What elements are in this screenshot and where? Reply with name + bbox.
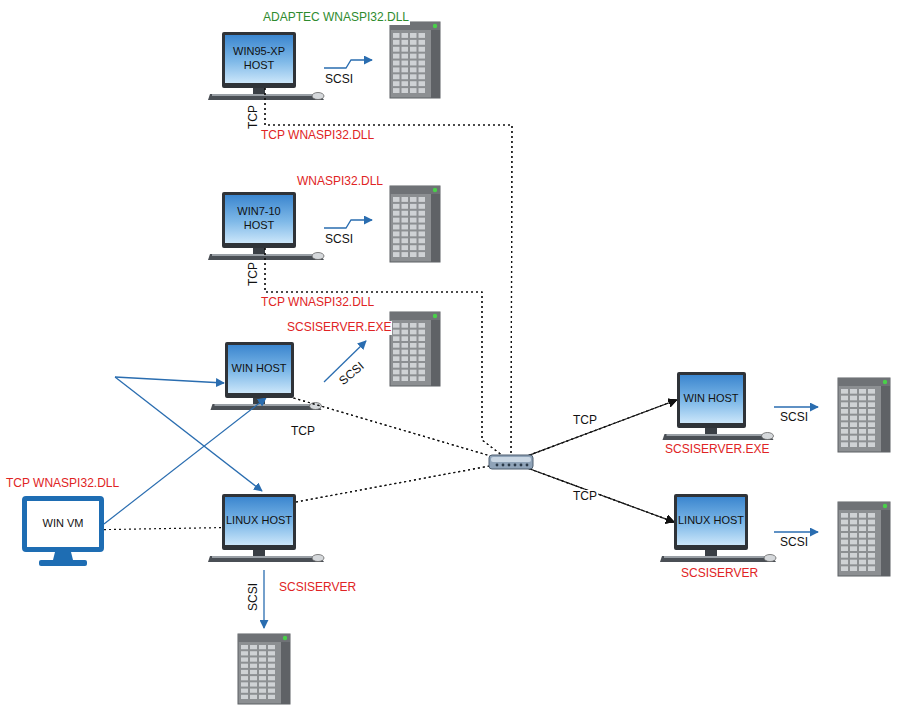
tcp-link: [294, 398, 677, 462]
tcp-link: [265, 248, 674, 522]
desktop-base: [208, 88, 324, 100]
desktop-base: [208, 550, 324, 562]
host-name: WIN HOST: [684, 392, 739, 406]
scsi-link: [324, 220, 372, 228]
host-monitor: WIN7-10 HOST: [222, 192, 296, 248]
host-name: WIN HOST: [232, 362, 287, 376]
link-label: SCSI: [324, 73, 354, 87]
link-label: SCSI: [336, 359, 368, 389]
desktop-base: [663, 428, 774, 440]
tcp-link: [265, 248, 677, 462]
host-name: LINUX HOST: [678, 514, 744, 528]
tcp-link: [296, 462, 674, 522]
software-label: WNASPI32.DLL: [296, 175, 384, 189]
link-label: TCP: [290, 425, 316, 439]
storage-server: [390, 186, 440, 262]
storage-server: [390, 312, 440, 386]
software-label: ADAPTEC WNASPI32.DLL: [262, 11, 410, 25]
scsi-link: [324, 60, 372, 68]
vm-monitor: WIN VM: [22, 496, 104, 552]
desktop-base: [211, 398, 322, 410]
host-name: WIN7-10 HOST: [225, 205, 293, 233]
software-label: SCSISERVER: [680, 567, 759, 581]
software-label: SCSISERVER.EXE: [286, 321, 392, 335]
software-label: TCP WNASPI32.DLL: [5, 477, 120, 491]
link-label: SCSI: [247, 582, 261, 612]
tcp-link: [296, 400, 677, 502]
link-label: TCP: [247, 261, 261, 287]
software-label: SCSISERVER: [278, 581, 357, 595]
storage-server: [238, 634, 290, 704]
storage-server: [838, 378, 890, 452]
host-name: WIN VM: [43, 517, 84, 531]
link-label: SCSI: [324, 233, 354, 247]
storage-server: [838, 502, 890, 576]
tcp-link: [265, 88, 677, 462]
tcp-link: [294, 398, 675, 522]
host-monitor: LINUX HOST: [222, 494, 296, 550]
software-label: SCSISERVER.EXE: [664, 443, 770, 457]
software-label: TCP WNASPI32.DLL: [260, 129, 375, 143]
scsi-link: [774, 406, 818, 407]
vm-stand: [39, 552, 87, 566]
link-label: TCP: [572, 490, 598, 504]
host-monitor: LINUX HOST: [674, 494, 748, 550]
link-label: SCSI: [779, 411, 809, 425]
link-label: TCP: [247, 104, 261, 130]
host-name: LINUX HOST: [226, 514, 292, 528]
desktop-base: [660, 550, 776, 562]
host-name: WIN95-XP HOST: [225, 45, 293, 73]
scsi-link: [263, 570, 264, 628]
scsi-link: [774, 531, 818, 532]
software-label: TCP WNASPI32.DLL: [260, 296, 375, 310]
desktop-base: [208, 248, 324, 260]
link-label: SCSI: [779, 536, 809, 550]
network-switch: [489, 455, 533, 469]
client-link: [115, 377, 224, 383]
link-label: TCP: [572, 414, 598, 428]
tcp-link: [104, 528, 222, 530]
storage-server: [390, 22, 440, 98]
host-monitor: WIN95-XP HOST: [222, 32, 296, 88]
host-monitor: WIN HOST: [225, 342, 294, 398]
host-monitor: WIN HOST: [677, 372, 746, 428]
